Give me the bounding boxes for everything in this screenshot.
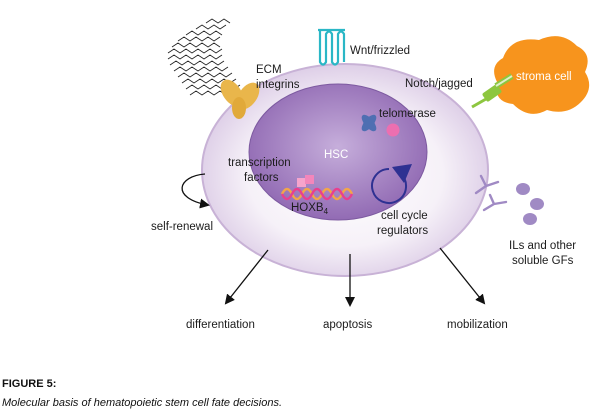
- notch-jagged-label: Notch/jagged: [405, 78, 473, 90]
- differentiation-label: differentiation: [186, 319, 255, 331]
- soluble-gfs-label: soluble GFs: [512, 255, 574, 267]
- integrins-label: integrins: [256, 79, 300, 91]
- dna-helix-icon: [280, 187, 354, 201]
- regulators-label: regulators: [377, 225, 428, 237]
- transcription-factor-icon: [297, 175, 314, 187]
- hoxb-subscript: 4: [324, 207, 329, 216]
- frizzled-receptor-icon: [318, 28, 346, 66]
- cell-cycle-arrow-icon: [371, 164, 412, 204]
- mobilization-arrow: [439, 247, 486, 305]
- hsc-label: HSC: [324, 149, 348, 161]
- ils-label: ILs and other: [509, 240, 576, 252]
- figure-caption-title: FIGURE 5:: [2, 378, 56, 390]
- mobilization-label: mobilization: [447, 319, 508, 331]
- transcription-label: transcription: [228, 157, 291, 169]
- hoxb4-label: HOXB4: [291, 202, 329, 216]
- self-renewal-arrow-icon: [181, 173, 210, 209]
- integrin-icon: [220, 79, 260, 119]
- telomerase-label: telomerase: [379, 108, 436, 120]
- gf-receptor-icon: [474, 174, 508, 212]
- self-renewal-label: self-renewal: [151, 221, 213, 233]
- stroma-cell-icon: [494, 36, 590, 114]
- fate-arrows: [224, 247, 486, 307]
- differentiation-arrow: [224, 249, 269, 305]
- growth-factor-icon: [516, 183, 544, 225]
- hoxb-text: HOXB: [291, 202, 324, 214]
- ecm-label: ECM: [256, 64, 282, 76]
- wnt-frizzled-label: Wnt/frizzled: [350, 45, 410, 57]
- nucleus: [248, 83, 428, 221]
- figure-caption-text: Molecular basis of hematopoietic stem ce…: [2, 397, 282, 409]
- ecm-mesh: [167, 18, 245, 96]
- notch-jagged-icon: [471, 73, 514, 109]
- stroma-cell-label: stroma cell: [516, 71, 572, 83]
- factors-label: factors: [244, 172, 279, 184]
- cell-cycle-label: cell cycle: [381, 210, 428, 222]
- telomerase-icon: [361, 114, 400, 137]
- apoptosis-label: apoptosis: [323, 319, 372, 331]
